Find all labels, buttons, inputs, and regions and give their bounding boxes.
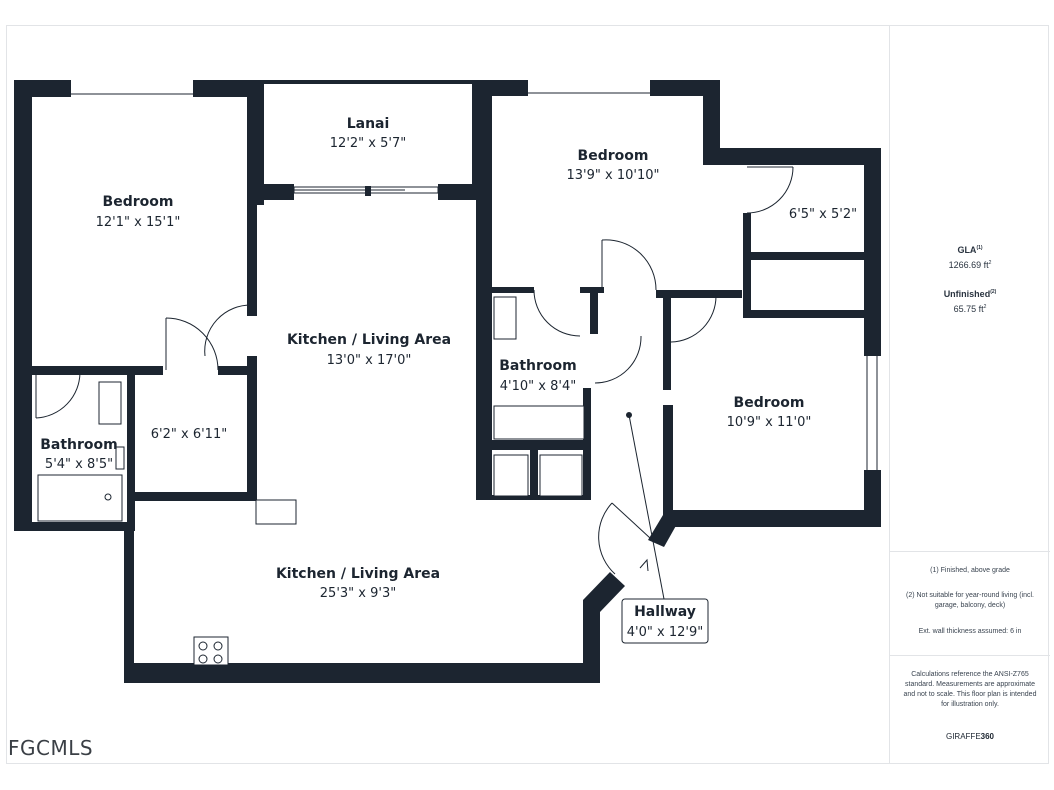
lanai-dim: 12'2" x 5'7" bbox=[330, 136, 406, 151]
windows-and-openings bbox=[71, 92, 878, 632]
unfinished-label: Unfinished bbox=[943, 289, 991, 299]
hallway-name: Hallway bbox=[634, 604, 696, 620]
kitchen-living-upper-dim: 13'0" x 17'0" bbox=[327, 353, 412, 368]
bedroom-top-name: Bedroom bbox=[578, 148, 649, 164]
kitchen-living-lower-dim: 25'3" x 9'3" bbox=[320, 586, 396, 601]
bathroom-left-dim: 5'4" x 8'5" bbox=[45, 457, 113, 472]
bedroom-top-dim: 13'9" x 10'10" bbox=[567, 168, 660, 183]
toilet-center bbox=[493, 296, 517, 340]
floor-plan: Bedroom 12'1" x 15'1" Lanai 12'2" x 5'7"… bbox=[14, 80, 881, 683]
wall-thickness-note: Ext. wall thickness assumed: 6 in bbox=[918, 628, 1022, 635]
walls bbox=[14, 80, 881, 683]
gla-footnote-ref: (1) bbox=[976, 245, 983, 251]
gla-label: GLA bbox=[957, 245, 977, 255]
sink-kitchen bbox=[255, 499, 297, 525]
laundry-closet-dim: 6'2" x 6'11" bbox=[151, 427, 227, 442]
gla-value: 1266.69 ft2 bbox=[948, 260, 992, 270]
unfinished-value: 65.75 ft2 bbox=[953, 304, 987, 314]
gla-block: GLA(1) 1266.69 ft2 bbox=[890, 245, 1050, 270]
room-labels: Bedroom 12'1" x 15'1" Lanai 12'2" x 5'7"… bbox=[40, 116, 857, 640]
unfinished-block: Unfinished(2) 65.75 ft2 bbox=[890, 289, 1050, 314]
hallway-label-box bbox=[621, 598, 709, 644]
sink-left bbox=[115, 446, 125, 470]
bedroom-left-dim: 12'1" x 15'1" bbox=[96, 215, 181, 230]
fgcmls-watermark: FGCMLS bbox=[8, 736, 94, 760]
closet-a bbox=[493, 454, 529, 497]
kitchen-living-lower-name: Kitchen / Living Area bbox=[276, 566, 440, 582]
footnote-1: (1) Finished, above grade bbox=[930, 567, 1010, 574]
kitchen-living-upper-name: Kitchen / Living Area bbox=[287, 332, 451, 348]
drain-left bbox=[104, 493, 112, 501]
giraffe360-logo: GIRAFFE360 bbox=[945, 732, 995, 741]
bathroom-center-name: Bathroom bbox=[499, 358, 577, 374]
bathroom-center-dim: 4'10" x 8'4" bbox=[500, 379, 576, 394]
door-swings bbox=[35, 166, 794, 575]
unfinished-footnote-ref: (2) bbox=[990, 289, 997, 295]
gla-title: GLA(1) bbox=[890, 245, 1050, 255]
fixtures bbox=[37, 296, 585, 666]
lanai-name: Lanai bbox=[347, 116, 390, 132]
hallway-marker bbox=[621, 412, 709, 644]
footnote-2: (2) Not suitable for year-round living (… bbox=[906, 592, 1034, 609]
closet-b bbox=[539, 454, 583, 497]
sidebar-divider-1 bbox=[890, 551, 1050, 552]
sidebar-divider-2 bbox=[890, 655, 1050, 656]
bedroom-right-name: Bedroom bbox=[734, 395, 805, 411]
bathtub-center bbox=[493, 405, 585, 440]
plan-frame bbox=[6, 25, 1049, 764]
closet-right-dim: 6'5" x 5'2" bbox=[789, 207, 857, 222]
bedroom-left-name: Bedroom bbox=[103, 194, 174, 210]
bedroom-right-dim: 10'9" x 11'0" bbox=[727, 415, 812, 430]
disclaimer: Calculations reference the ANSI-Z765 sta… bbox=[903, 671, 1037, 708]
bathroom-left-name: Bathroom bbox=[40, 437, 118, 453]
info-sidebar: GLA(1) 1266.69 ft2 Unfinished(2) 65.75 f… bbox=[889, 25, 1050, 764]
unfinished-title: Unfinished(2) bbox=[890, 289, 1050, 299]
hallway-dim: 4'0" x 12'9" bbox=[627, 625, 703, 640]
toilet-left bbox=[98, 381, 122, 425]
